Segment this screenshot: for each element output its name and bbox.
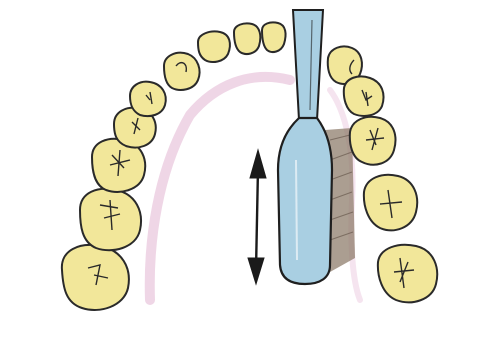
left-premolar-1 <box>130 82 166 116</box>
brush-highlight <box>296 160 297 260</box>
right-molar-2 <box>378 245 437 302</box>
toothbrush-handle <box>293 10 323 120</box>
toothbrush-head <box>278 118 332 284</box>
left-canine <box>164 53 200 90</box>
left-molar-2 <box>80 189 141 250</box>
right-premolar-2 <box>350 117 396 165</box>
left-molar-3 <box>62 245 129 310</box>
front-incisor-1 <box>198 31 230 62</box>
right-premolar-1 <box>344 76 384 115</box>
front-incisor-2 <box>234 23 260 54</box>
front-incisor-3 <box>262 22 286 52</box>
